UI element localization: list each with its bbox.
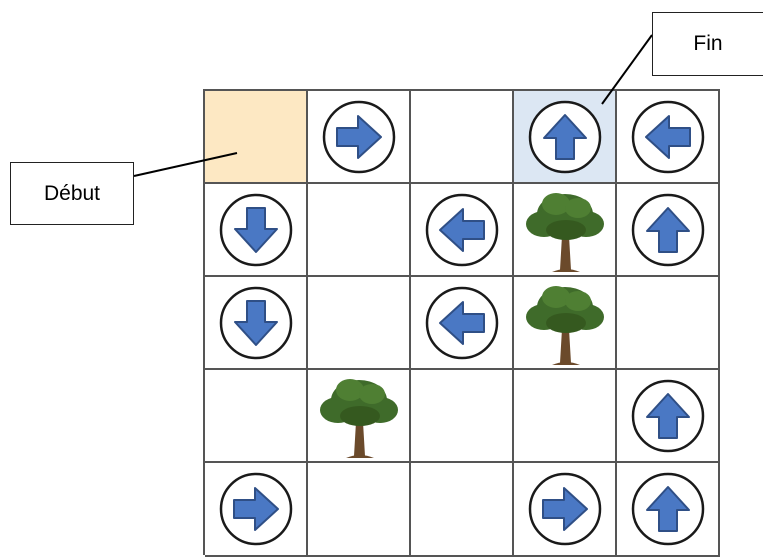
end-cell xyxy=(514,91,617,184)
start-cell xyxy=(205,91,308,184)
tree-icon xyxy=(316,372,402,460)
grid-cell-r4-c2 xyxy=(308,370,411,463)
grid-cell-r5-c3 xyxy=(411,463,514,557)
grid-cell-r5-c5 xyxy=(617,463,720,557)
grid-cell-r3-c2 xyxy=(308,277,411,370)
grid-cell-r4-c4 xyxy=(514,370,617,463)
arrow-left-icon xyxy=(423,191,501,269)
grid-cell-r4-c5 xyxy=(617,370,720,463)
arrow-right-icon xyxy=(320,98,398,176)
grid-cell-r5-c1 xyxy=(205,463,308,557)
tree-icon xyxy=(522,279,608,367)
grid-cell-r2-c3 xyxy=(411,184,514,277)
grid-cell-r1-c5 xyxy=(617,91,720,184)
arrow-up-icon xyxy=(629,470,707,548)
arrow-left-icon xyxy=(629,98,707,176)
grid-cell-r4-c3 xyxy=(411,370,514,463)
grid-cell-r3-c4 xyxy=(514,277,617,370)
grid-cell-r5-c4 xyxy=(514,463,617,557)
arrow-right-icon xyxy=(526,470,604,548)
path-grid xyxy=(203,89,720,557)
grid-cell-r5-c2 xyxy=(308,463,411,557)
start-label: Début xyxy=(43,181,101,205)
start-callout: Début xyxy=(10,162,134,225)
arrow-up-icon xyxy=(629,191,707,269)
grid-cell-r2-c2 xyxy=(308,184,411,277)
arrow-right-icon xyxy=(217,470,295,548)
arrow-up-icon xyxy=(526,98,604,176)
arrow-up-icon xyxy=(629,377,707,455)
grid-cell-r2-c1 xyxy=(205,184,308,277)
arrow-left-icon xyxy=(423,284,501,362)
tree-icon xyxy=(522,186,608,274)
grid-cell-r1-c2 xyxy=(308,91,411,184)
grid-cell-r3-c5 xyxy=(617,277,720,370)
grid-cell-r2-c4 xyxy=(514,184,617,277)
grid-cell-r3-c1 xyxy=(205,277,308,370)
grid-cell-r1-c3 xyxy=(411,91,514,184)
grid-cell-r3-c3 xyxy=(411,277,514,370)
grid-cell-r2-c5 xyxy=(617,184,720,277)
grid-cell-r4-c1 xyxy=(205,370,308,463)
end-label: Fin xyxy=(693,32,723,55)
arrow-down-icon xyxy=(217,284,295,362)
arrow-down-icon xyxy=(217,191,295,269)
end-callout: Fin xyxy=(652,12,763,76)
